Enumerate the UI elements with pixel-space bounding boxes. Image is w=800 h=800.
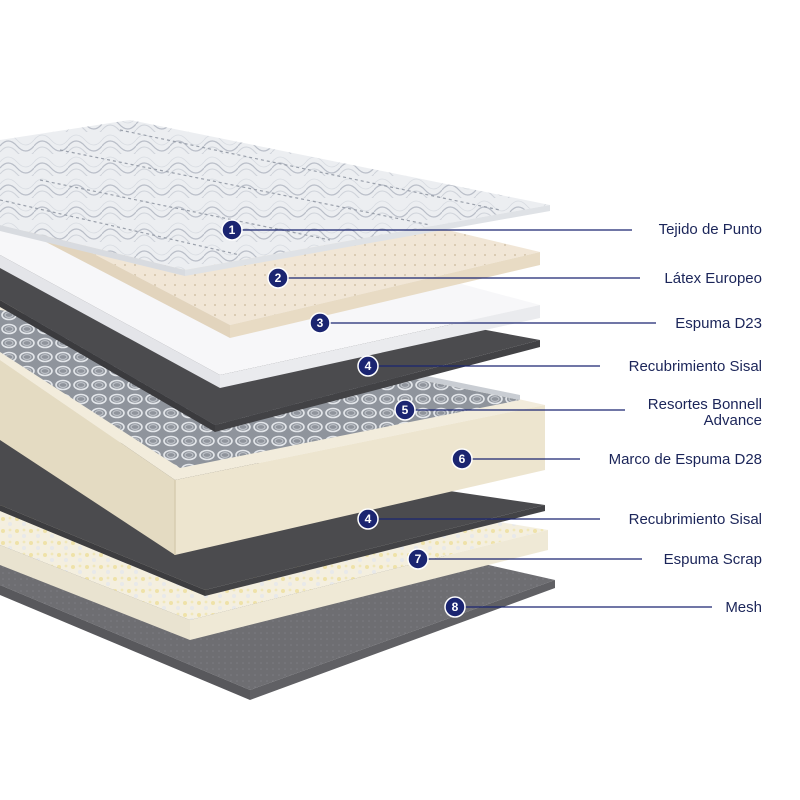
marker-number: 8 [452,600,459,614]
callout-3: 3 Espuma D23 [309,312,762,334]
callout-6: 6 Marco de Espuma D28 [451,448,762,470]
callout-8: 8 Mesh [444,596,762,618]
layer-label: Espuma Scrap [664,551,762,568]
marker-circle [357,508,379,530]
marker-circle [267,267,289,289]
layer-label-line2: Advance [704,412,762,429]
callout-4-upper: 4 Recubrimiento Sisal [357,355,762,377]
marker-circle [394,399,416,421]
layer-label: Recubrimiento Sisal [629,511,762,528]
marker-number: 4 [365,512,372,526]
callout-2: 2 Látex Europeo [267,267,762,289]
marker-number: 5 [402,403,409,417]
layer-label: Resortes Bonnell [648,396,762,413]
layer-label: Látex Europeo [664,270,762,287]
layer-label: Espuma D23 [675,315,762,332]
marker-circle [221,219,243,241]
layer-label: Recubrimiento Sisal [629,358,762,375]
callout-1: 1 Tejido de Punto [221,219,762,241]
marker-number: 3 [317,316,324,330]
callouts: 1 Tejido de Punto 2 Látex Europeo 3 Espu… [221,219,762,618]
layer-label: Marco de Espuma D28 [609,451,762,468]
marker-circle [357,355,379,377]
marker-circle [451,448,473,470]
mattress-illustration [0,120,555,700]
marker-number: 4 [365,359,372,373]
layer-tejido-de-punto [0,120,550,276]
callout-7: 7 Espuma Scrap [407,548,762,570]
callout-5: 5 Resortes Bonnell Advance [394,396,762,429]
marker-circle [444,596,466,618]
marker-number: 7 [415,552,422,566]
marker-circle [309,312,331,334]
layer-label: Tejido de Punto [659,221,762,238]
marker-number: 1 [229,223,236,237]
marker-circle [407,548,429,570]
callout-4-lower: 4 Recubrimiento Sisal [357,508,762,530]
marker-number: 2 [275,271,282,285]
marker-number: 6 [459,452,466,466]
layer-label: Mesh [725,599,762,616]
